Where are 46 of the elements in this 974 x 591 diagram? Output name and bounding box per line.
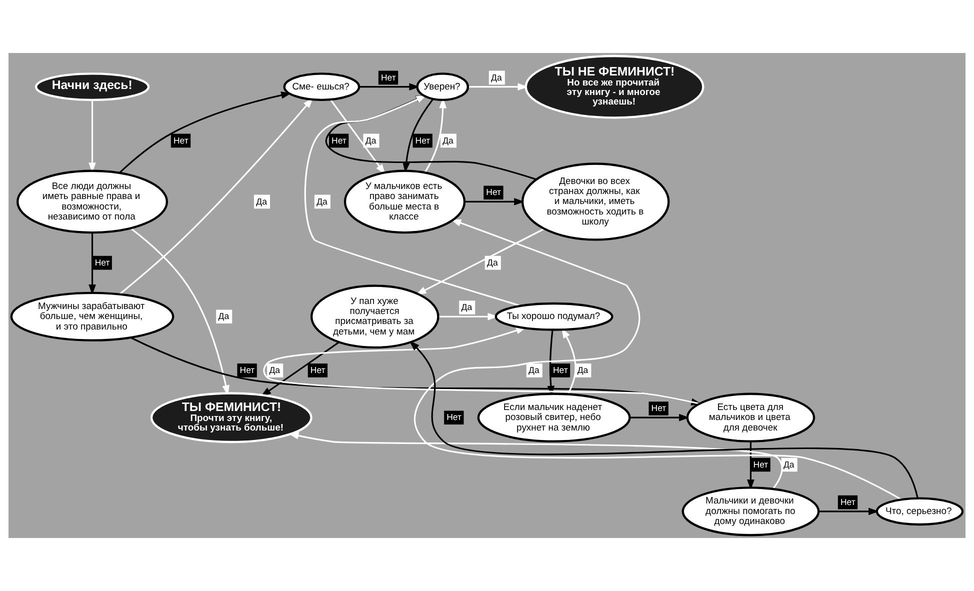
edge-label: Да xyxy=(269,365,280,376)
node-ellipse: Мальчики и девочки должны помогать по дому одинаково xyxy=(682,486,820,536)
node-ellipse: Если мальчик наденет розовый свитер, небо рухнет на землю xyxy=(477,392,631,442)
edge-label: Нет xyxy=(310,365,326,376)
edge-label: Нет xyxy=(332,135,346,146)
edge-label: Да xyxy=(487,257,498,268)
node-ellipse: Девочки во всех странах должны, как и мальчики, иметь возможность ходить в школу xyxy=(521,162,670,241)
edge-label: Нет xyxy=(415,135,430,146)
node-ellipse: Что, серьезно? xyxy=(876,497,964,526)
edge-label: Да xyxy=(365,135,376,146)
edge-label: Нет xyxy=(446,412,462,422)
edge-label: Нет xyxy=(552,365,568,376)
edge-label: Нет xyxy=(240,365,255,376)
edge-label: Да xyxy=(577,365,588,376)
edge-label: Да xyxy=(316,196,328,206)
edge-label: Нет xyxy=(486,187,502,198)
node-ellipse: Начни здесь! xyxy=(34,72,150,102)
edge-label: Да xyxy=(491,72,502,82)
arrow xyxy=(409,340,918,498)
arrow xyxy=(118,98,314,295)
edge-label: Нет xyxy=(94,257,110,268)
node-ellipse: Есть цвета для мальчиков и цвета для девочек xyxy=(686,392,816,442)
arrow xyxy=(414,219,902,500)
node-ellipse: У мальчиков есть право занимать больше места в классе xyxy=(344,170,466,234)
edge-label: Нет xyxy=(380,72,396,82)
edge-label: Да xyxy=(783,459,794,470)
node-ellipse: ТЫ НЕ ФЕМИНИСТ! Но все же прочитай эту книгу - и многое узнаешь! xyxy=(524,54,704,119)
edge-label: Нет xyxy=(173,135,188,146)
node-ellipse: ТЫ ФЕМИНИСТ! Прочти эту книгу, чтобы узнать больше! xyxy=(150,392,312,444)
node-ellipse: Все люди должны иметь равные права и возможности, независимо от пола xyxy=(16,170,168,234)
edge-label: Да xyxy=(442,135,454,146)
arrow xyxy=(561,328,576,395)
node-ellipse: Ты хорошо подумал? xyxy=(494,302,614,331)
node-ellipse: Мужчины зарабатывают больше, чем женщины, и это правильно xyxy=(10,292,174,342)
arrow xyxy=(818,508,879,516)
arrow xyxy=(260,342,340,397)
edge-label: Да xyxy=(461,302,472,312)
arrow xyxy=(416,228,544,295)
edge-label: Да xyxy=(528,365,540,376)
node-ellipse: Сме- ешься? xyxy=(283,72,360,102)
edge-label: Нет xyxy=(651,403,666,414)
edge-label: Нет xyxy=(753,459,768,470)
node-ellipse: Уверен? xyxy=(416,72,470,102)
edge-label: Да xyxy=(256,196,267,206)
edge-label: Нет xyxy=(840,496,856,507)
edge-label: Да xyxy=(218,311,230,322)
